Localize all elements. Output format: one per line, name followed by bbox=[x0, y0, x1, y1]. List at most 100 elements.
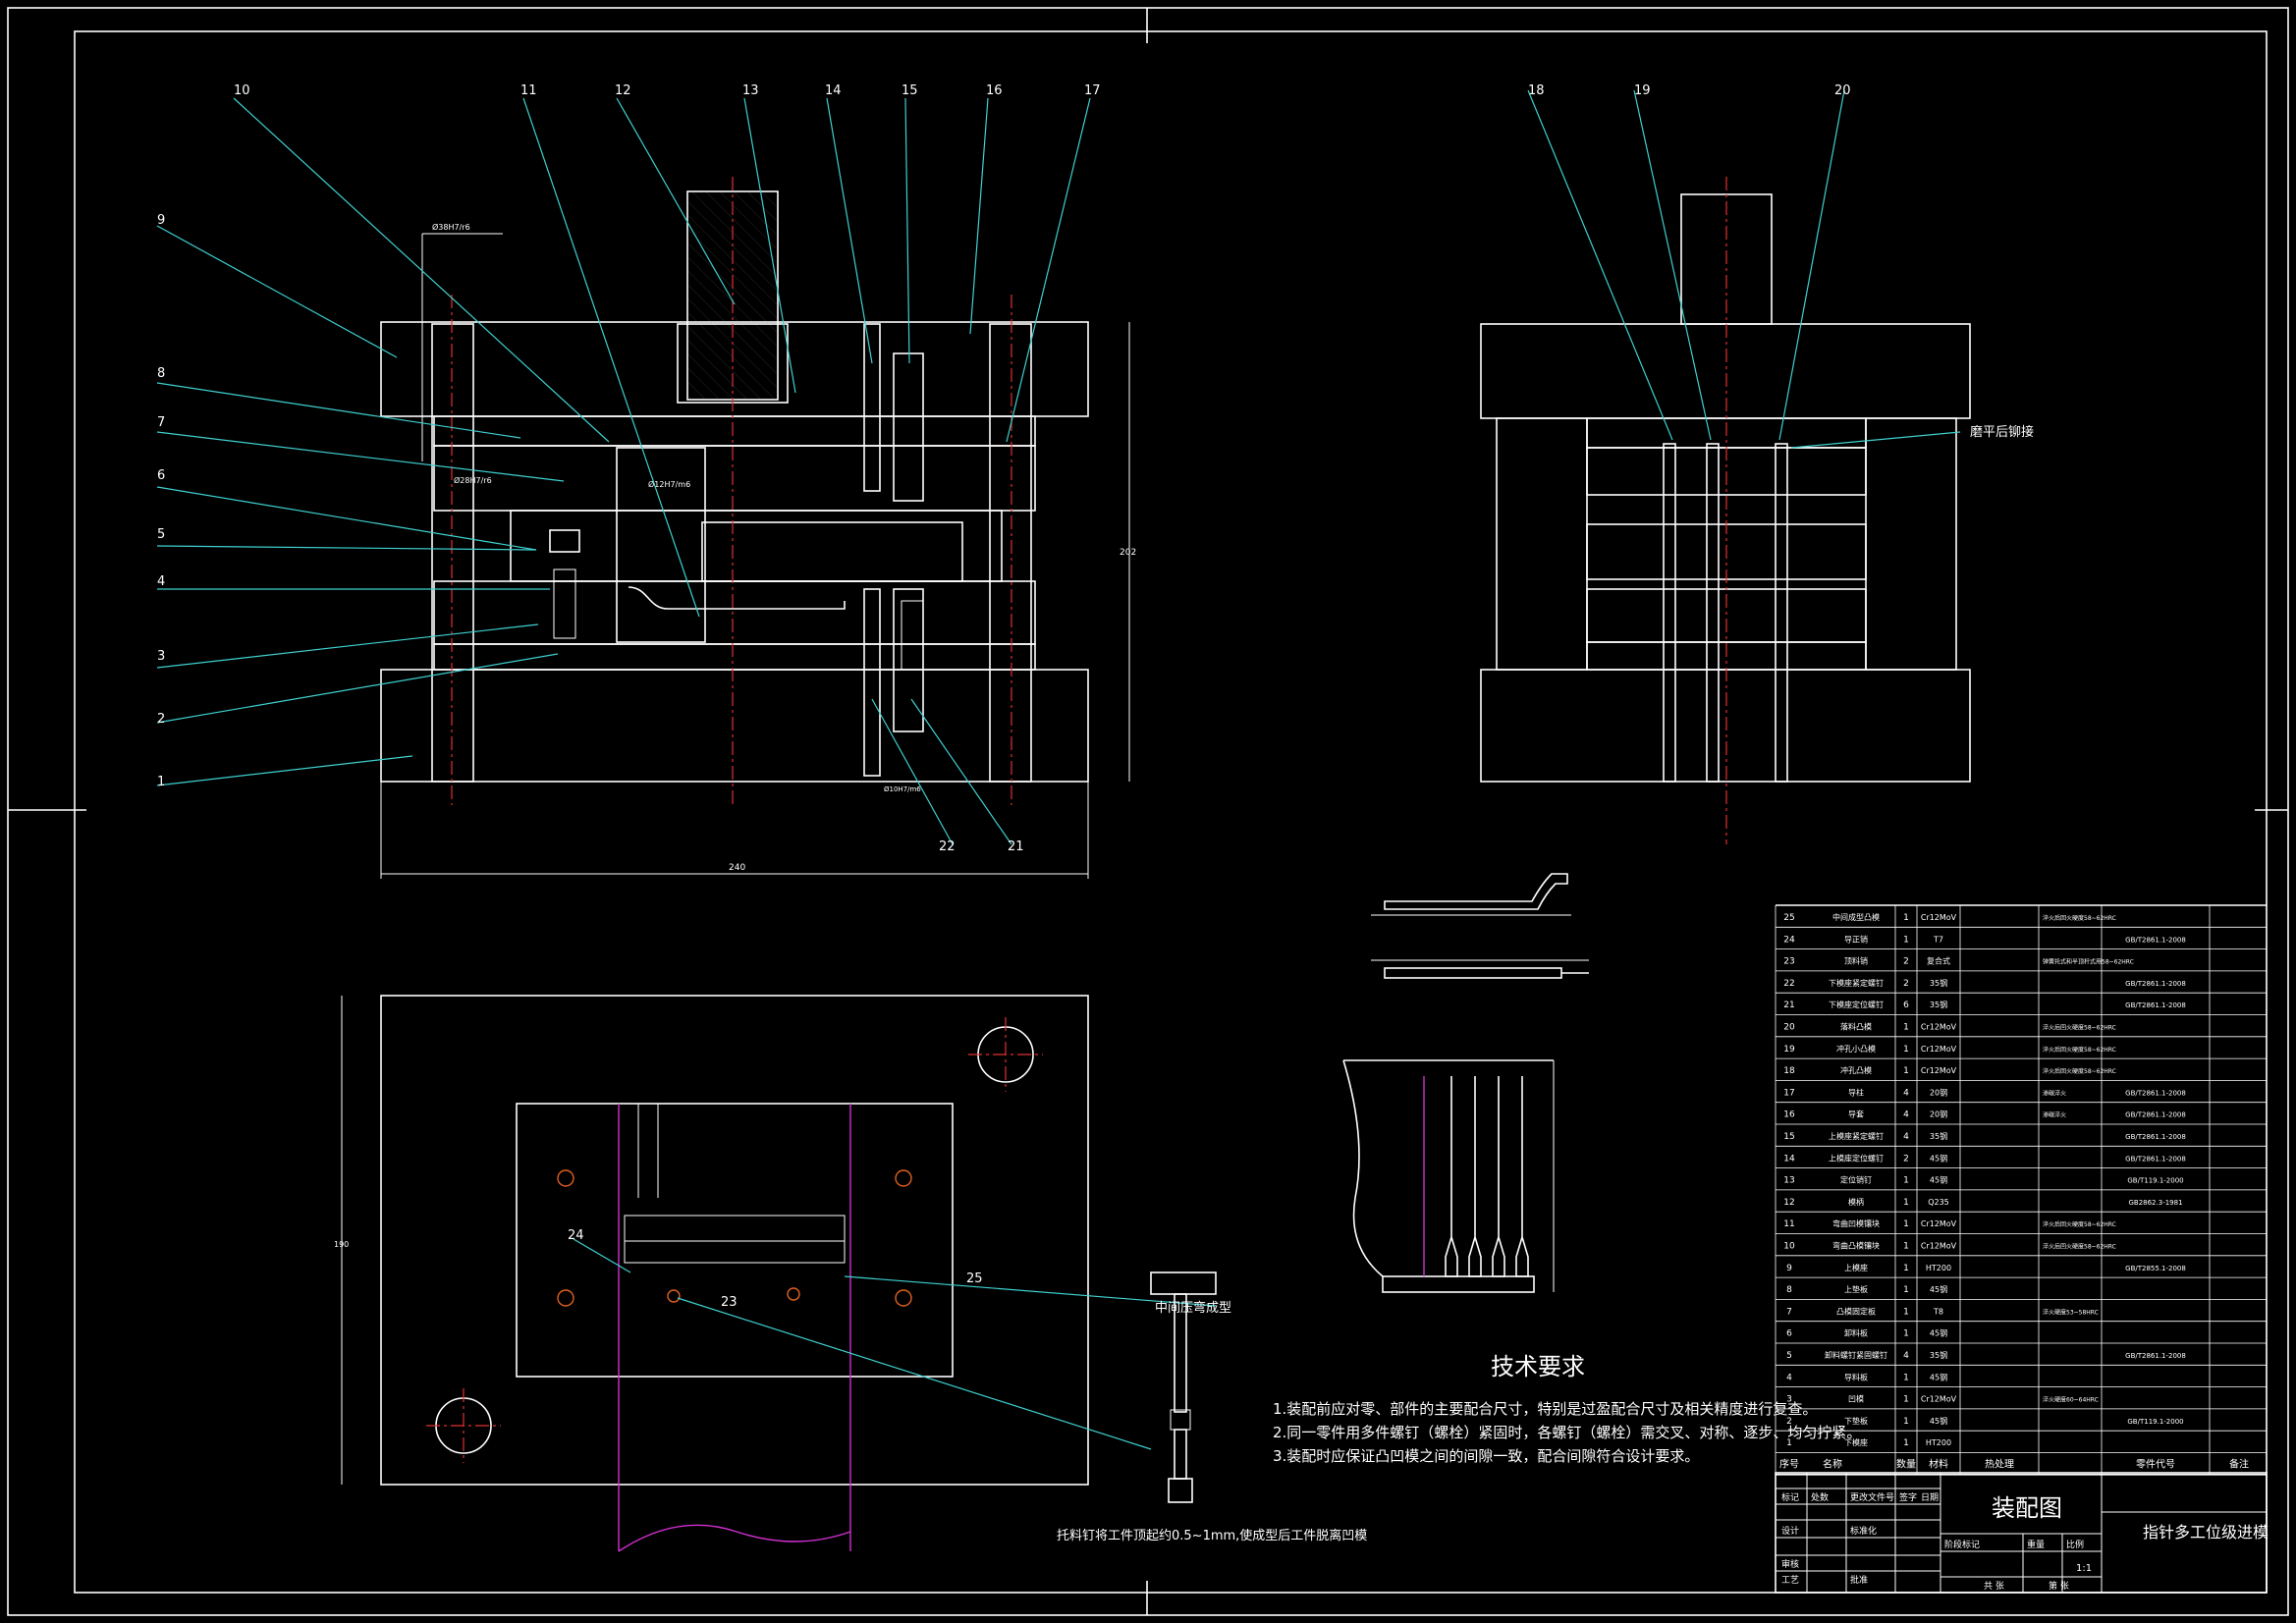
bom-row-code: GB/T2861.1-2008 bbox=[2125, 1089, 2186, 1097]
bom-row-material: HT200 bbox=[1926, 1438, 1951, 1447]
punch-fixing-plate bbox=[433, 445, 1036, 512]
bom-row-material: 45钢 bbox=[1930, 1372, 1947, 1381]
callout-18: 18 bbox=[1528, 83, 1545, 98]
drawing-scale: 1:1 bbox=[2076, 1563, 2092, 1574]
callout-13: 13 bbox=[742, 83, 759, 98]
bom-row-code: GB/T2861.1-2008 bbox=[2125, 1155, 2186, 1163]
bom-row-material: HT200 bbox=[1926, 1264, 1951, 1272]
bom-row-treatment: 渗碳淬火 bbox=[2043, 1089, 2066, 1097]
bom-row-material: T7 bbox=[1933, 935, 1943, 944]
bom-row-name: 凹模 bbox=[1848, 1394, 1864, 1404]
sheet-border bbox=[7, 7, 2289, 1616]
lower-backing bbox=[433, 643, 1036, 671]
bom-row-code: GB2862.3-1981 bbox=[2128, 1199, 2182, 1207]
bom-row-name: 中间成型凸模 bbox=[1832, 912, 1880, 922]
bom-row-qty: 1 bbox=[1903, 913, 1909, 923]
callout-16: 16 bbox=[986, 83, 1003, 98]
bom-row-material: 20钢 bbox=[1930, 1087, 1947, 1097]
die-plate bbox=[433, 580, 1036, 645]
bom-row-qty: 1 bbox=[1903, 1438, 1909, 1448]
bom-row-name: 导柱 bbox=[1848, 1087, 1864, 1097]
bom-row-treatment: 淬火后回火硬度58~62HRC bbox=[2043, 1024, 2116, 1032]
bom-row-name: 凸模固定板 bbox=[1836, 1306, 1876, 1316]
bom-row-name: 卸料板 bbox=[1844, 1328, 1868, 1338]
bom-row-no: 17 bbox=[1783, 1088, 1794, 1098]
title-block-label: 审核 bbox=[1781, 1558, 1799, 1570]
bom-row-name: 导正销 bbox=[1844, 934, 1868, 944]
bom-row-treatment: 淬火后回火硬度58~62HRC bbox=[2043, 1220, 2116, 1228]
bom-row-name: 上模座 bbox=[1844, 1263, 1868, 1272]
bom-row-qty: 1 bbox=[1903, 935, 1909, 945]
bom-header-cell: 序号 bbox=[1779, 1458, 1799, 1471]
bom-row-material: Cr12MoV bbox=[1921, 1066, 1957, 1075]
bom-row-qty: 4 bbox=[1903, 1351, 1909, 1361]
bom-row-no: 9 bbox=[1786, 1264, 1792, 1273]
bom-row-code: GB/T2861.1-2008 bbox=[2125, 1111, 2186, 1119]
lower-die-seat bbox=[380, 669, 1089, 783]
bom-row-name: 定位销钉 bbox=[1840, 1175, 1872, 1185]
side-note: 磨平后铆接 bbox=[1970, 424, 2034, 440]
bom-row-qty: 1 bbox=[1903, 1307, 1909, 1317]
bom-row-qty: 1 bbox=[1903, 1219, 1909, 1229]
title-block-label: 标准化 bbox=[1850, 1525, 1877, 1537]
bom-row-no: 7 bbox=[1786, 1307, 1792, 1317]
bom-row-material: 35钢 bbox=[1930, 1131, 1947, 1141]
bom-row-code: GB/T119.1-2000 bbox=[2127, 1177, 2183, 1185]
bom-row-qty: 4 bbox=[1903, 1088, 1909, 1098]
callout-23: 23 bbox=[721, 1295, 738, 1310]
callout-11: 11 bbox=[520, 83, 537, 98]
bom-row-name: 下模座定位螺钉 bbox=[1829, 1000, 1884, 1009]
bom-row-no: 16 bbox=[1783, 1110, 1795, 1120]
bom-row-no: 23 bbox=[1783, 957, 1794, 967]
bom-row-code: GB/T2855.1-2008 bbox=[2125, 1265, 2186, 1272]
title-block-label: 工艺 bbox=[1781, 1575, 1799, 1586]
callout-4: 4 bbox=[157, 574, 165, 589]
bom-row-qty: 1 bbox=[1903, 1264, 1909, 1273]
bom-row-no: 4 bbox=[1786, 1373, 1792, 1382]
bom-row-material: 35钢 bbox=[1930, 1350, 1947, 1360]
bom-row-treatment: 弹簧托式和半顶杆式用58~62HRC bbox=[2043, 958, 2134, 966]
bom-row-name: 上模座紧定螺钉 bbox=[1829, 1131, 1884, 1141]
bom-row-treatment: 淬火后回火硬度58~62HRC bbox=[2043, 1067, 2116, 1075]
callout-25: 25 bbox=[966, 1271, 983, 1286]
bom-header-cell: 数量 bbox=[1896, 1458, 1916, 1471]
bom-row-qty: 4 bbox=[1903, 1132, 1909, 1142]
plan-label: 中间压弯成型 bbox=[1155, 1300, 1231, 1316]
tech-req-3: 3.装配时应保证凸凹模之间的间隙一致，配合间隙符合设计要求。 bbox=[1273, 1447, 1699, 1465]
bom-row-name: 导料板 bbox=[1844, 1372, 1868, 1381]
part-sketches bbox=[1342, 873, 1589, 1293]
bom-row-name: 弯曲凸模镶块 bbox=[1832, 1241, 1880, 1251]
title-block-label: 更改文件号 bbox=[1850, 1491, 1894, 1503]
bom-row-qty: 1 bbox=[1903, 1066, 1909, 1076]
bom-row-name: 下模座紧定螺钉 bbox=[1829, 978, 1884, 988]
bom-row-no: 18 bbox=[1783, 1066, 1795, 1076]
dim-top-left: Ø38H7/r6 bbox=[432, 222, 470, 232]
bom-row-treatment: 淬火硬度53~58HRC bbox=[2043, 1308, 2099, 1316]
bom-row-no: 20 bbox=[1783, 1023, 1795, 1033]
callout-21: 21 bbox=[1008, 839, 1024, 854]
bom-row-name: 冲孔小凸模 bbox=[1836, 1044, 1876, 1054]
plan-caption: 托料钉将工件顶起约0.5~1mm,使成型后工件脱离凹模 bbox=[1057, 1528, 1367, 1543]
bom-row-qty: 1 bbox=[1903, 1045, 1909, 1055]
bom-row-no: 10 bbox=[1783, 1242, 1795, 1252]
bom-row-material: 45钢 bbox=[1930, 1416, 1947, 1426]
title-block-label: 标记 bbox=[1781, 1491, 1799, 1503]
bom-row-no: 22 bbox=[1783, 979, 1794, 989]
callout-12: 12 bbox=[615, 83, 631, 98]
bom-row-material: Q235 bbox=[1928, 1198, 1949, 1207]
bom-row-name: 卸料螺钉紧固螺钉 bbox=[1825, 1350, 1887, 1360]
bom-row-qty: 4 bbox=[1903, 1110, 1909, 1120]
bom-row-no: 25 bbox=[1783, 913, 1794, 923]
bom-header-cell: 热处理 bbox=[1985, 1458, 2014, 1471]
bom-row-material: 45钢 bbox=[1930, 1175, 1947, 1185]
dim-bottom-width: 240 bbox=[729, 863, 745, 873]
callout-15: 15 bbox=[902, 83, 918, 98]
bom-row-code: GB/T2861.1-2008 bbox=[2125, 980, 2186, 988]
bom-row-material: 45钢 bbox=[1930, 1284, 1947, 1294]
title-block-label: 阶段标记 bbox=[1944, 1539, 1980, 1550]
dim-left-side: Ø28H7/r6 bbox=[454, 475, 492, 485]
bom-row-no: 8 bbox=[1786, 1285, 1792, 1295]
bom-row-material: 45钢 bbox=[1930, 1328, 1947, 1338]
bom-row-material: 35钢 bbox=[1930, 978, 1947, 988]
bom-row-treatment: 淬火硬度60~64HRC bbox=[2043, 1396, 2099, 1404]
